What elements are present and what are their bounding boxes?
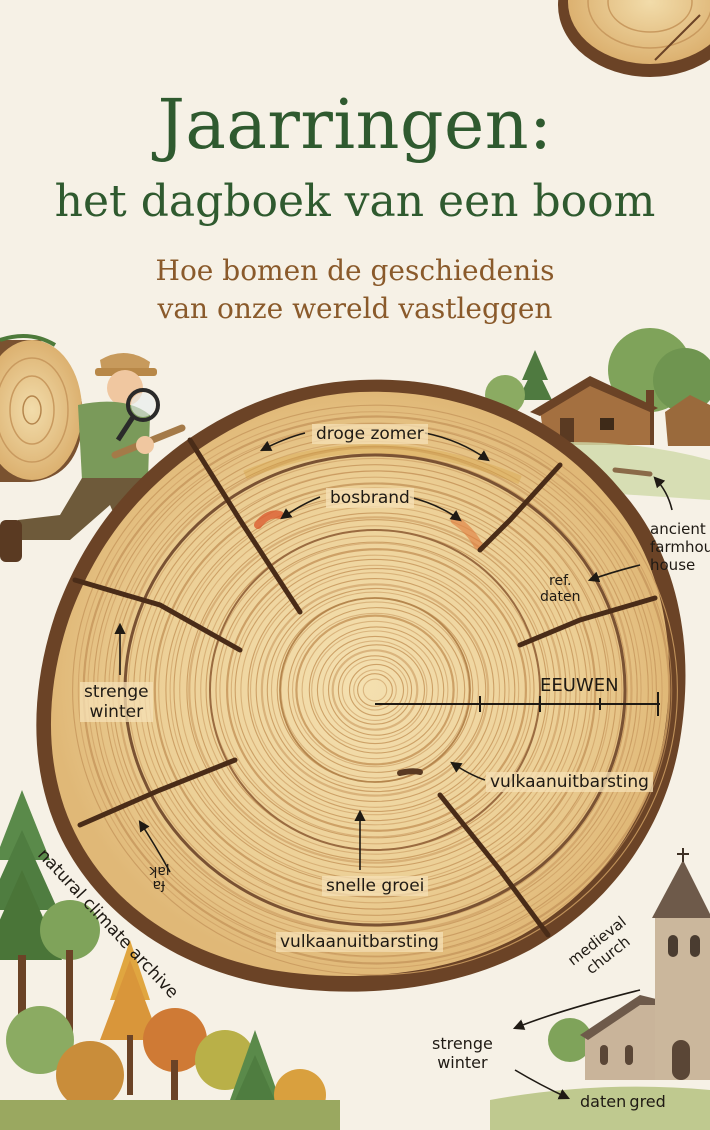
- growth-ring: [249, 572, 501, 808]
- growth-ring: [287, 607, 466, 773]
- growth-ring: [341, 659, 409, 721]
- corner-stump-top: [558, 0, 710, 77]
- label-strenge-winter-left: strenge winter: [80, 682, 153, 722]
- growth-ring: [301, 620, 449, 760]
- growth-ring: [186, 512, 567, 868]
- growth-ring: [348, 663, 405, 717]
- growth-ring: [153, 482, 597, 898]
- growth-ring: [357, 673, 393, 707]
- forest: [0, 790, 340, 1130]
- label-ancient-farmhouse: ancient farmhouse house: [650, 520, 710, 574]
- researcher: [0, 352, 186, 562]
- label-vulkaanuitbarsting-bottom: vulkaanuitbarsting: [276, 932, 443, 952]
- growth-ring: [72, 404, 678, 976]
- growth-ring: [280, 601, 470, 779]
- subtitle-line-2: van onze wereld vastleggen: [157, 292, 553, 325]
- growth-ring: [234, 558, 516, 822]
- growth-ring: [311, 630, 439, 750]
- title-line-1: Jaarringen:: [157, 86, 553, 165]
- growth-ring: [219, 542, 531, 838]
- title-line-2: het dagboek van een boom: [54, 176, 656, 227]
- label-strenge-winter-right: strenge winter: [432, 1034, 493, 1072]
- annotation-arrows: [114, 432, 673, 1100]
- growth-ring: [226, 548, 527, 832]
- label-snelle-groei: snelle groei: [322, 876, 429, 896]
- growth-ring: [247, 567, 506, 813]
- growth-ring: [308, 626, 445, 754]
- growth-ring: [266, 587, 487, 793]
- growth-ring: [255, 578, 495, 802]
- side-log: [0, 334, 84, 482]
- label-scrawl: ʞɐl ɐɟ: [148, 863, 170, 893]
- growth-ring: [327, 644, 426, 736]
- growth-ring: [260, 583, 490, 797]
- growth-ring: [77, 411, 673, 969]
- growth-ring: [230, 554, 520, 826]
- growth-ring: [291, 612, 459, 768]
- growth-ring: [188, 516, 562, 864]
- church: [490, 848, 710, 1130]
- growth-ring: [362, 678, 388, 702]
- label-daten-gred: daten gred: [580, 1092, 666, 1111]
- growth-ring: [322, 640, 428, 740]
- label-ref-daten: ref. daten: [540, 573, 581, 605]
- growth-ring: [194, 519, 556, 861]
- growth-ring: [316, 635, 434, 745]
- growth-ring: [270, 591, 480, 789]
- subtitle-line-1: Hoe bomen de geschiedenis: [155, 254, 555, 287]
- growth-ring: [331, 649, 419, 731]
- label-bosbrand: bosbrand: [326, 488, 414, 508]
- label-eeuwen: EEUWEN: [540, 675, 619, 696]
- growth-ring: [337, 655, 413, 725]
- growth-ring: [353, 669, 397, 711]
- label-vulkaanuitbarsting-right: vulkaanuitbarsting: [486, 772, 653, 792]
- growth-ring: [295, 614, 455, 766]
- growth-ring: [215, 541, 535, 839]
- growth-ring: [200, 525, 550, 855]
- growth-ring: [240, 564, 510, 816]
- label-droge-zomer: droge zomer: [312, 424, 428, 444]
